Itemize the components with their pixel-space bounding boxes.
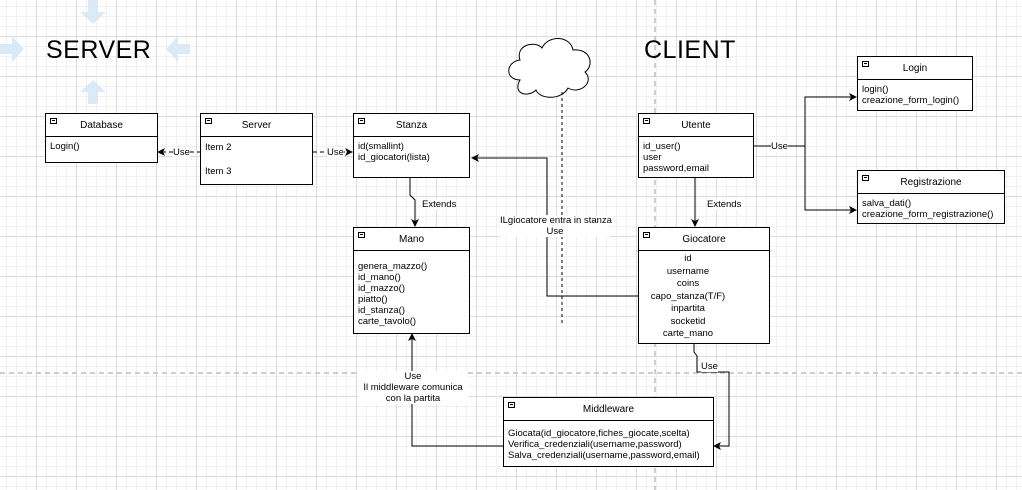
box-title: Registrazione	[900, 176, 962, 188]
use-label: Use	[771, 141, 788, 152]
box-item: Giocata(id_giocatore,fiches_giocate,scel…	[508, 428, 690, 439]
box-title: Giocatore	[682, 233, 726, 245]
middleware-class-box[interactable]: Middleware Giocata(id_giocatore,fiches_g…	[503, 397, 714, 467]
box-item: id	[684, 253, 692, 264]
use-label: Use	[701, 361, 718, 372]
box-item: password,email	[643, 163, 709, 174]
box-item: login()	[862, 84, 889, 95]
middleware-mano-label: Use Il middleware comunica con la partit…	[358, 371, 468, 404]
utente-class-box[interactable]: Utente id_user() user password,email	[638, 113, 754, 178]
box-item: username	[666, 265, 710, 277]
collapse-icon[interactable]	[205, 118, 212, 124]
box-item: Login()	[50, 141, 80, 152]
box-item: Verifica_credenziali(username,password)	[508, 439, 682, 450]
box-title: Mano	[398, 233, 424, 245]
box-title: Middleware	[582, 403, 635, 415]
box-item: id_user()	[643, 141, 681, 152]
client-title: CLIENT	[644, 36, 736, 64]
collapse-icon[interactable]	[643, 232, 650, 238]
box-item: id_stanza()	[358, 305, 405, 316]
box-item: creazione_form_registrazione()	[862, 209, 994, 220]
box-item: genera_mazzo()	[358, 261, 428, 272]
box-item: id(smallint)	[358, 141, 404, 152]
box-item: inpartita	[671, 303, 705, 314]
box-item: Salva_credenziali(username,password,emai…	[508, 450, 700, 461]
server-class-box[interactable]: Server Item 2 Item 3	[200, 113, 313, 185]
collapse-icon[interactable]	[643, 118, 650, 124]
label-line: Use	[404, 371, 422, 382]
box-item: salva_dati()	[862, 198, 912, 209]
mano-class-box[interactable]: Mano genera_mazzo() id_mano() id_mazzo()…	[353, 227, 470, 334]
label-line: Use	[546, 226, 564, 237]
box-item: id_giocatori(lista)	[358, 152, 430, 163]
cloud-icon	[508, 38, 591, 98]
collapse-icon[interactable]	[862, 175, 869, 181]
box-title: Utente	[681, 119, 711, 131]
box-item: piatto()	[358, 294, 388, 305]
box-item: id_mano()	[358, 272, 401, 283]
collapse-icon[interactable]	[358, 118, 365, 124]
box-item: Item 2	[205, 142, 232, 153]
label-line: Il middleware comunica	[363, 382, 463, 393]
collapse-icon[interactable]	[50, 118, 57, 124]
box-title: Login	[902, 62, 928, 74]
collapse-icon[interactable]	[862, 61, 869, 67]
box-title: Stanza	[395, 119, 428, 131]
label-line: con la partita	[385, 393, 441, 404]
registrazione-class-box[interactable]: Registrazione salva_dati() creazione_for…	[857, 170, 1005, 224]
label-line: ILgiocatore entra in stanza	[500, 215, 612, 226]
box-item: coins	[676, 278, 700, 289]
database-class-box[interactable]: Database Login()	[45, 113, 158, 163]
box-item: Item 3	[205, 166, 232, 177]
box-item: creazione_form_login()	[862, 95, 960, 106]
selection-arrows-icon	[0, 0, 190, 104]
box-item: socketid	[670, 315, 706, 327]
login-class-box[interactable]: Login login() creazione_form_login()	[857, 56, 973, 111]
box-title: Server	[241, 119, 272, 131]
collapse-icon[interactable]	[508, 402, 515, 408]
extends-label: Extends	[422, 199, 457, 210]
use-label: Use	[173, 147, 190, 158]
giocatore-class-box[interactable]: Giocatore id username coins capo_stanza(…	[638, 227, 770, 344]
box-title: Database	[80, 119, 123, 131]
box-item: capo_stanza(T/F)	[650, 290, 726, 302]
collapse-icon[interactable]	[358, 232, 365, 238]
extends-label: Extends	[707, 199, 742, 210]
box-item: carte_mano	[662, 328, 714, 339]
box-item: id_mazzo()	[358, 283, 405, 294]
giocatore-stanza-label: ILgiocatore entra in stanza Use	[500, 215, 612, 237]
box-item: user	[643, 152, 662, 163]
use-label: Use	[327, 147, 344, 158]
box-item: carte_tavolo()	[358, 316, 417, 327]
server-title: SERVER	[46, 36, 152, 64]
stanza-class-box[interactable]: Stanza id(smallint) id_giocatori(lista)	[353, 113, 470, 178]
